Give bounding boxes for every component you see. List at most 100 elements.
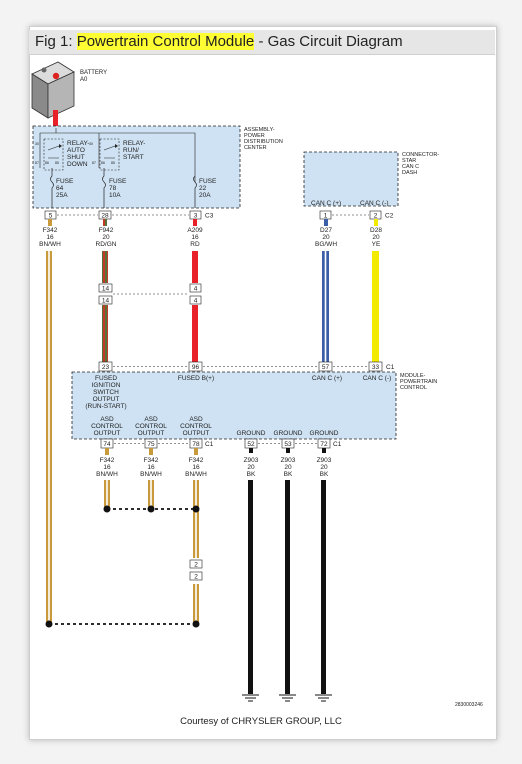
pin-number: 74: [103, 441, 111, 448]
wire-z903-53: [285, 480, 290, 694]
pcm-bottom-connector-right: C1: [333, 441, 342, 448]
pdc-connector-c3: C3: [205, 213, 214, 220]
svg-text:16: 16: [46, 234, 54, 241]
pdc-label-1: ASSEMBLY-: [244, 127, 275, 133]
wire-label-z903-72: Z903 20 BK: [317, 457, 332, 478]
pin-number: 2: [194, 574, 198, 581]
splice-dot: [192, 620, 200, 628]
pin-number: 28: [101, 213, 109, 220]
wire-z903-72: [321, 480, 326, 694]
svg-text:YE: YE: [372, 241, 381, 248]
splice-pin-2-a: [189, 559, 203, 569]
svg-text:(RUN-START): (RUN-START): [85, 403, 126, 410]
wire-label-f342-75: F342 16 BN/WH: [140, 457, 162, 478]
svg-text:F942: F942: [99, 227, 114, 234]
pdc-box: [32, 125, 241, 209]
svg-text:BK: BK: [284, 471, 293, 478]
splice-dot: [103, 505, 111, 513]
fuse-64-num: 64: [56, 185, 64, 192]
wire-a209: [192, 251, 198, 362]
splice-pin-2-b: [189, 571, 203, 581]
pdc-label-4: CENTER: [244, 145, 267, 151]
svg-text:16: 16: [191, 234, 199, 241]
pin-number: 2: [194, 562, 198, 569]
battery-id: A0: [80, 77, 88, 83]
pin-number: 14: [102, 298, 110, 305]
svg-text:Z903: Z903: [281, 457, 296, 464]
svg-text:16: 16: [147, 464, 155, 471]
pin-number: 4: [194, 286, 198, 293]
svg-text:20: 20: [102, 234, 110, 241]
svg-text:IGNITION: IGNITION: [92, 382, 121, 389]
svg-text:F342: F342: [144, 457, 159, 464]
pin-number: 57: [322, 364, 330, 371]
inline-pin-14-b: [98, 295, 113, 305]
pcm-bottom-connector-left: C1: [205, 441, 214, 448]
svg-text:F342: F342: [189, 457, 204, 464]
relay-run-start: [99, 138, 120, 171]
wire-label-z903-53: Z903 20 BK: [281, 457, 296, 478]
pin-number: 14: [102, 286, 110, 293]
svg-text:20: 20: [247, 464, 255, 471]
wire-label-z903-52: Z903 20 BK: [244, 457, 259, 478]
splice-dot: [192, 505, 200, 513]
fuse-22-icon: [193, 175, 197, 208]
wire-f942: [102, 251, 108, 362]
ground-icon: [315, 694, 332, 702]
pcm-ground-label-1: GROUND: [237, 430, 266, 437]
pcm-box: [71, 371, 397, 440]
pcm-top-connector: C1: [386, 364, 395, 371]
pin-number: 23: [102, 364, 110, 371]
relay-asd-label-1: RELAY-: [67, 140, 89, 147]
pin-number: 53: [284, 441, 292, 448]
pin-label: 86: [101, 161, 105, 165]
svg-text:20: 20: [284, 464, 292, 471]
dash-label-4: DASH: [402, 170, 417, 176]
courtesy-text: Courtesy of CHRYSLER GROUP, LLC: [180, 716, 342, 727]
title-suffix: - Gas Circuit Diagram: [254, 33, 403, 50]
pcm-pin-33: [368, 361, 383, 372]
svg-text:ASD: ASD: [189, 416, 203, 423]
svg-text:16: 16: [103, 464, 111, 471]
pcm-asd-output-3-label: ASD CONTROL OUTPUT: [180, 416, 212, 437]
svg-text:D27: D27: [320, 227, 332, 234]
pcm-label-2: POWERTRAIN: [400, 379, 437, 385]
wire-f342-74: [104, 480, 110, 508]
pin-label: 85: [55, 161, 59, 165]
wire-label-a209: A209 16 RD: [187, 227, 203, 248]
pcm-asd-output-1-label: ASD CONTROL OUTPUT: [91, 416, 123, 437]
pcm-pin-23: [98, 361, 113, 372]
pcm-label-1: MODULE-: [400, 373, 426, 379]
svg-text:BN/WH: BN/WH: [96, 471, 118, 478]
svg-text:CONTROL: CONTROL: [91, 423, 123, 430]
fuse-64-label: FUSE: [56, 178, 74, 185]
relay-asd-label-3: SHUT: [67, 154, 85, 161]
svg-text:CONTROL: CONTROL: [135, 423, 167, 430]
dash-can-minus-label: CAN C (-): [360, 200, 389, 207]
relay-asd: [43, 138, 64, 171]
dash-label-3: CAN C: [402, 164, 419, 170]
battery-name: BATTERY: [80, 70, 107, 76]
fuse-22-num: 22: [199, 185, 207, 192]
pdc-label-3: DISTRIBUTION: [244, 139, 283, 145]
ground-icon: [279, 694, 296, 702]
svg-text:F342: F342: [43, 227, 58, 234]
wire-label-f342-78: F342 16 BN/WH: [185, 457, 207, 478]
svg-text:BK: BK: [320, 471, 329, 478]
pcm-pin-57: [318, 361, 333, 372]
pin-number: 33: [372, 364, 380, 371]
dash-label-1: CONNECTOR-: [402, 152, 439, 158]
pin-number: 96: [192, 364, 200, 371]
svg-text:F342: F342: [100, 457, 115, 464]
svg-text:BG/WH: BG/WH: [315, 241, 337, 248]
svg-text:D28: D28: [370, 227, 382, 234]
battery-icon: [31, 61, 75, 119]
dash-connector-c2: C2: [385, 213, 394, 220]
pin-number: 3: [194, 213, 198, 220]
wire-label-d27: D27 20 BG/WH: [315, 227, 337, 248]
pcm-fused-ignition-label: FUSED IGNITION SWITCH OUTPUT (RUN-START): [85, 375, 126, 410]
svg-text:FUSED: FUSED: [95, 375, 117, 382]
pin-label: 85: [111, 161, 115, 165]
svg-text:OUTPUT: OUTPUT: [138, 430, 165, 437]
